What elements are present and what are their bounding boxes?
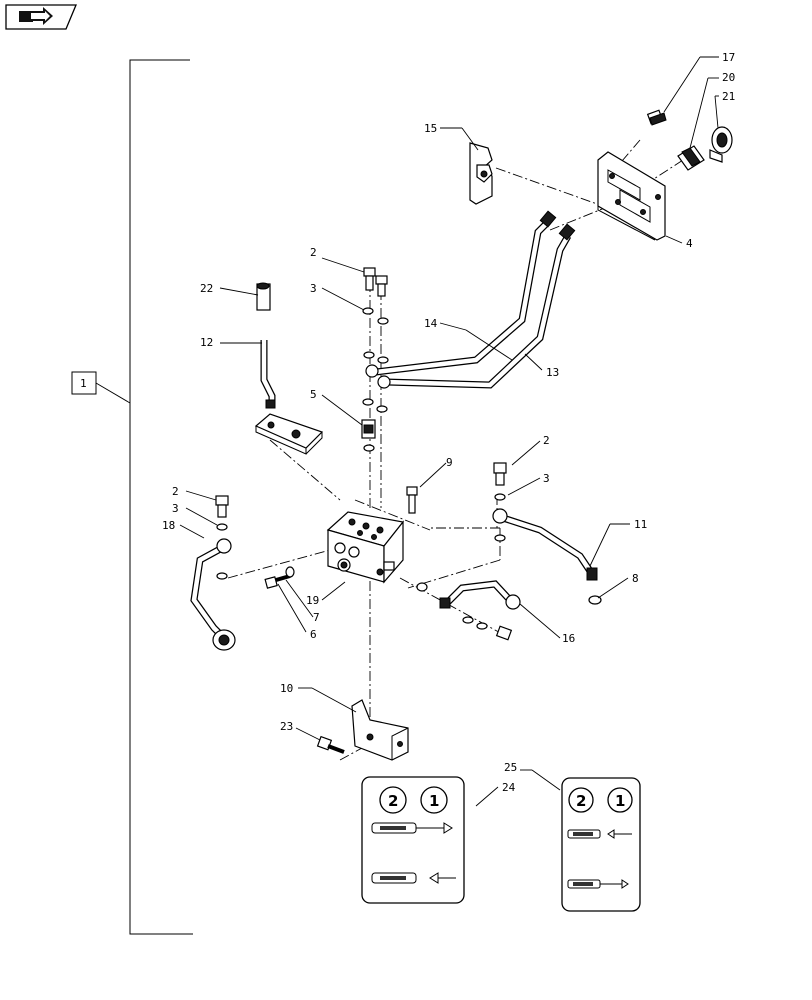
callout-19: 19 — [306, 594, 319, 607]
part-19-valve-block[interactable] — [326, 511, 405, 584]
callout-3-top: 3 — [310, 282, 317, 295]
callout-labels: 2 3 22 12 5 14 13 15 4 17 20 21 2 3 18 9… — [162, 51, 735, 794]
part-6-bolt[interactable] — [264, 574, 291, 589]
callout-5: 5 — [310, 388, 317, 401]
decal-24-disc-right: 1 — [429, 792, 439, 810]
callout-25: 25 — [504, 761, 517, 774]
callout-12: 12 — [200, 336, 213, 349]
callout-3-left: 3 — [172, 502, 179, 515]
part-11-tube[interactable] — [492, 508, 598, 581]
callout-13: 13 — [546, 366, 559, 379]
part-20-coupler[interactable] — [677, 145, 705, 171]
decal-25-disc-left: 2 — [576, 792, 586, 810]
part-3-washers-left[interactable] — [216, 523, 228, 580]
part-12-tube[interactable] — [260, 340, 276, 409]
return-nav-button[interactable] — [5, 4, 77, 30]
return-arrow-icon — [5, 4, 77, 30]
callout-2-top: 2 — [310, 246, 317, 259]
callout-2-left: 2 — [172, 485, 179, 498]
callout-15: 15 — [424, 122, 437, 135]
callout-2-right: 2 — [543, 434, 550, 447]
part-5-adapter[interactable] — [361, 419, 376, 439]
callout-11: 11 — [634, 518, 647, 531]
part-3-washers-top[interactable] — [362, 307, 389, 452]
group-label: 1 — [80, 377, 87, 390]
decal-25[interactable]: 2 1 — [561, 777, 641, 912]
callout-6: 6 — [310, 628, 317, 641]
leader-lines — [179, 56, 719, 807]
part-13-tube[interactable] — [385, 223, 576, 389]
callout-20: 20 — [722, 71, 735, 84]
group-label-box[interactable]: 1 — [71, 371, 97, 395]
callout-10: 10 — [280, 682, 293, 695]
part-4-bracket-plate[interactable] — [597, 151, 666, 241]
decal-24-disc-left: 2 — [388, 792, 398, 810]
callout-16: 16 — [562, 632, 575, 645]
callout-21: 21 — [722, 90, 735, 103]
callout-23: 23 — [280, 720, 293, 733]
part-2-bolts-top[interactable] — [363, 267, 388, 297]
callout-3-right: 3 — [543, 472, 550, 485]
banjo-fittings-top — [365, 364, 391, 389]
mounting-plate — [254, 413, 324, 455]
callout-4: 4 — [686, 237, 693, 250]
part-7-washer[interactable] — [285, 566, 295, 578]
callout-17: 17 — [722, 51, 735, 64]
part-2-bolt-right[interactable] — [493, 462, 507, 486]
part-2-bolt-left[interactable] — [215, 495, 229, 518]
part-22-cap[interactable] — [256, 282, 271, 311]
callout-22: 22 — [200, 282, 213, 295]
part-16-tube[interactable] — [416, 580, 521, 641]
callout-18: 18 — [162, 519, 175, 532]
callout-9: 9 — [446, 456, 453, 469]
callout-8: 8 — [632, 572, 639, 585]
part-3-washers-right[interactable] — [494, 493, 506, 542]
decal-25-disc-right: 1 — [615, 792, 625, 810]
part-10-bracket[interactable] — [351, 699, 409, 761]
part-18-tube[interactable] — [190, 538, 236, 651]
part-9-bolt[interactable] — [406, 486, 418, 514]
callout-24: 24 — [502, 781, 516, 794]
group-bracket — [95, 59, 193, 935]
part-14-tube[interactable] — [375, 210, 557, 376]
part-21-dust-cap[interactable] — [709, 126, 733, 163]
callout-7: 7 — [313, 611, 320, 624]
part-15-clip[interactable] — [469, 142, 493, 205]
part-17-screw[interactable] — [646, 109, 667, 126]
part-23-screw[interactable] — [316, 735, 345, 754]
decal-24[interactable]: 2 1 — [361, 776, 465, 904]
callout-14: 14 — [424, 317, 438, 330]
